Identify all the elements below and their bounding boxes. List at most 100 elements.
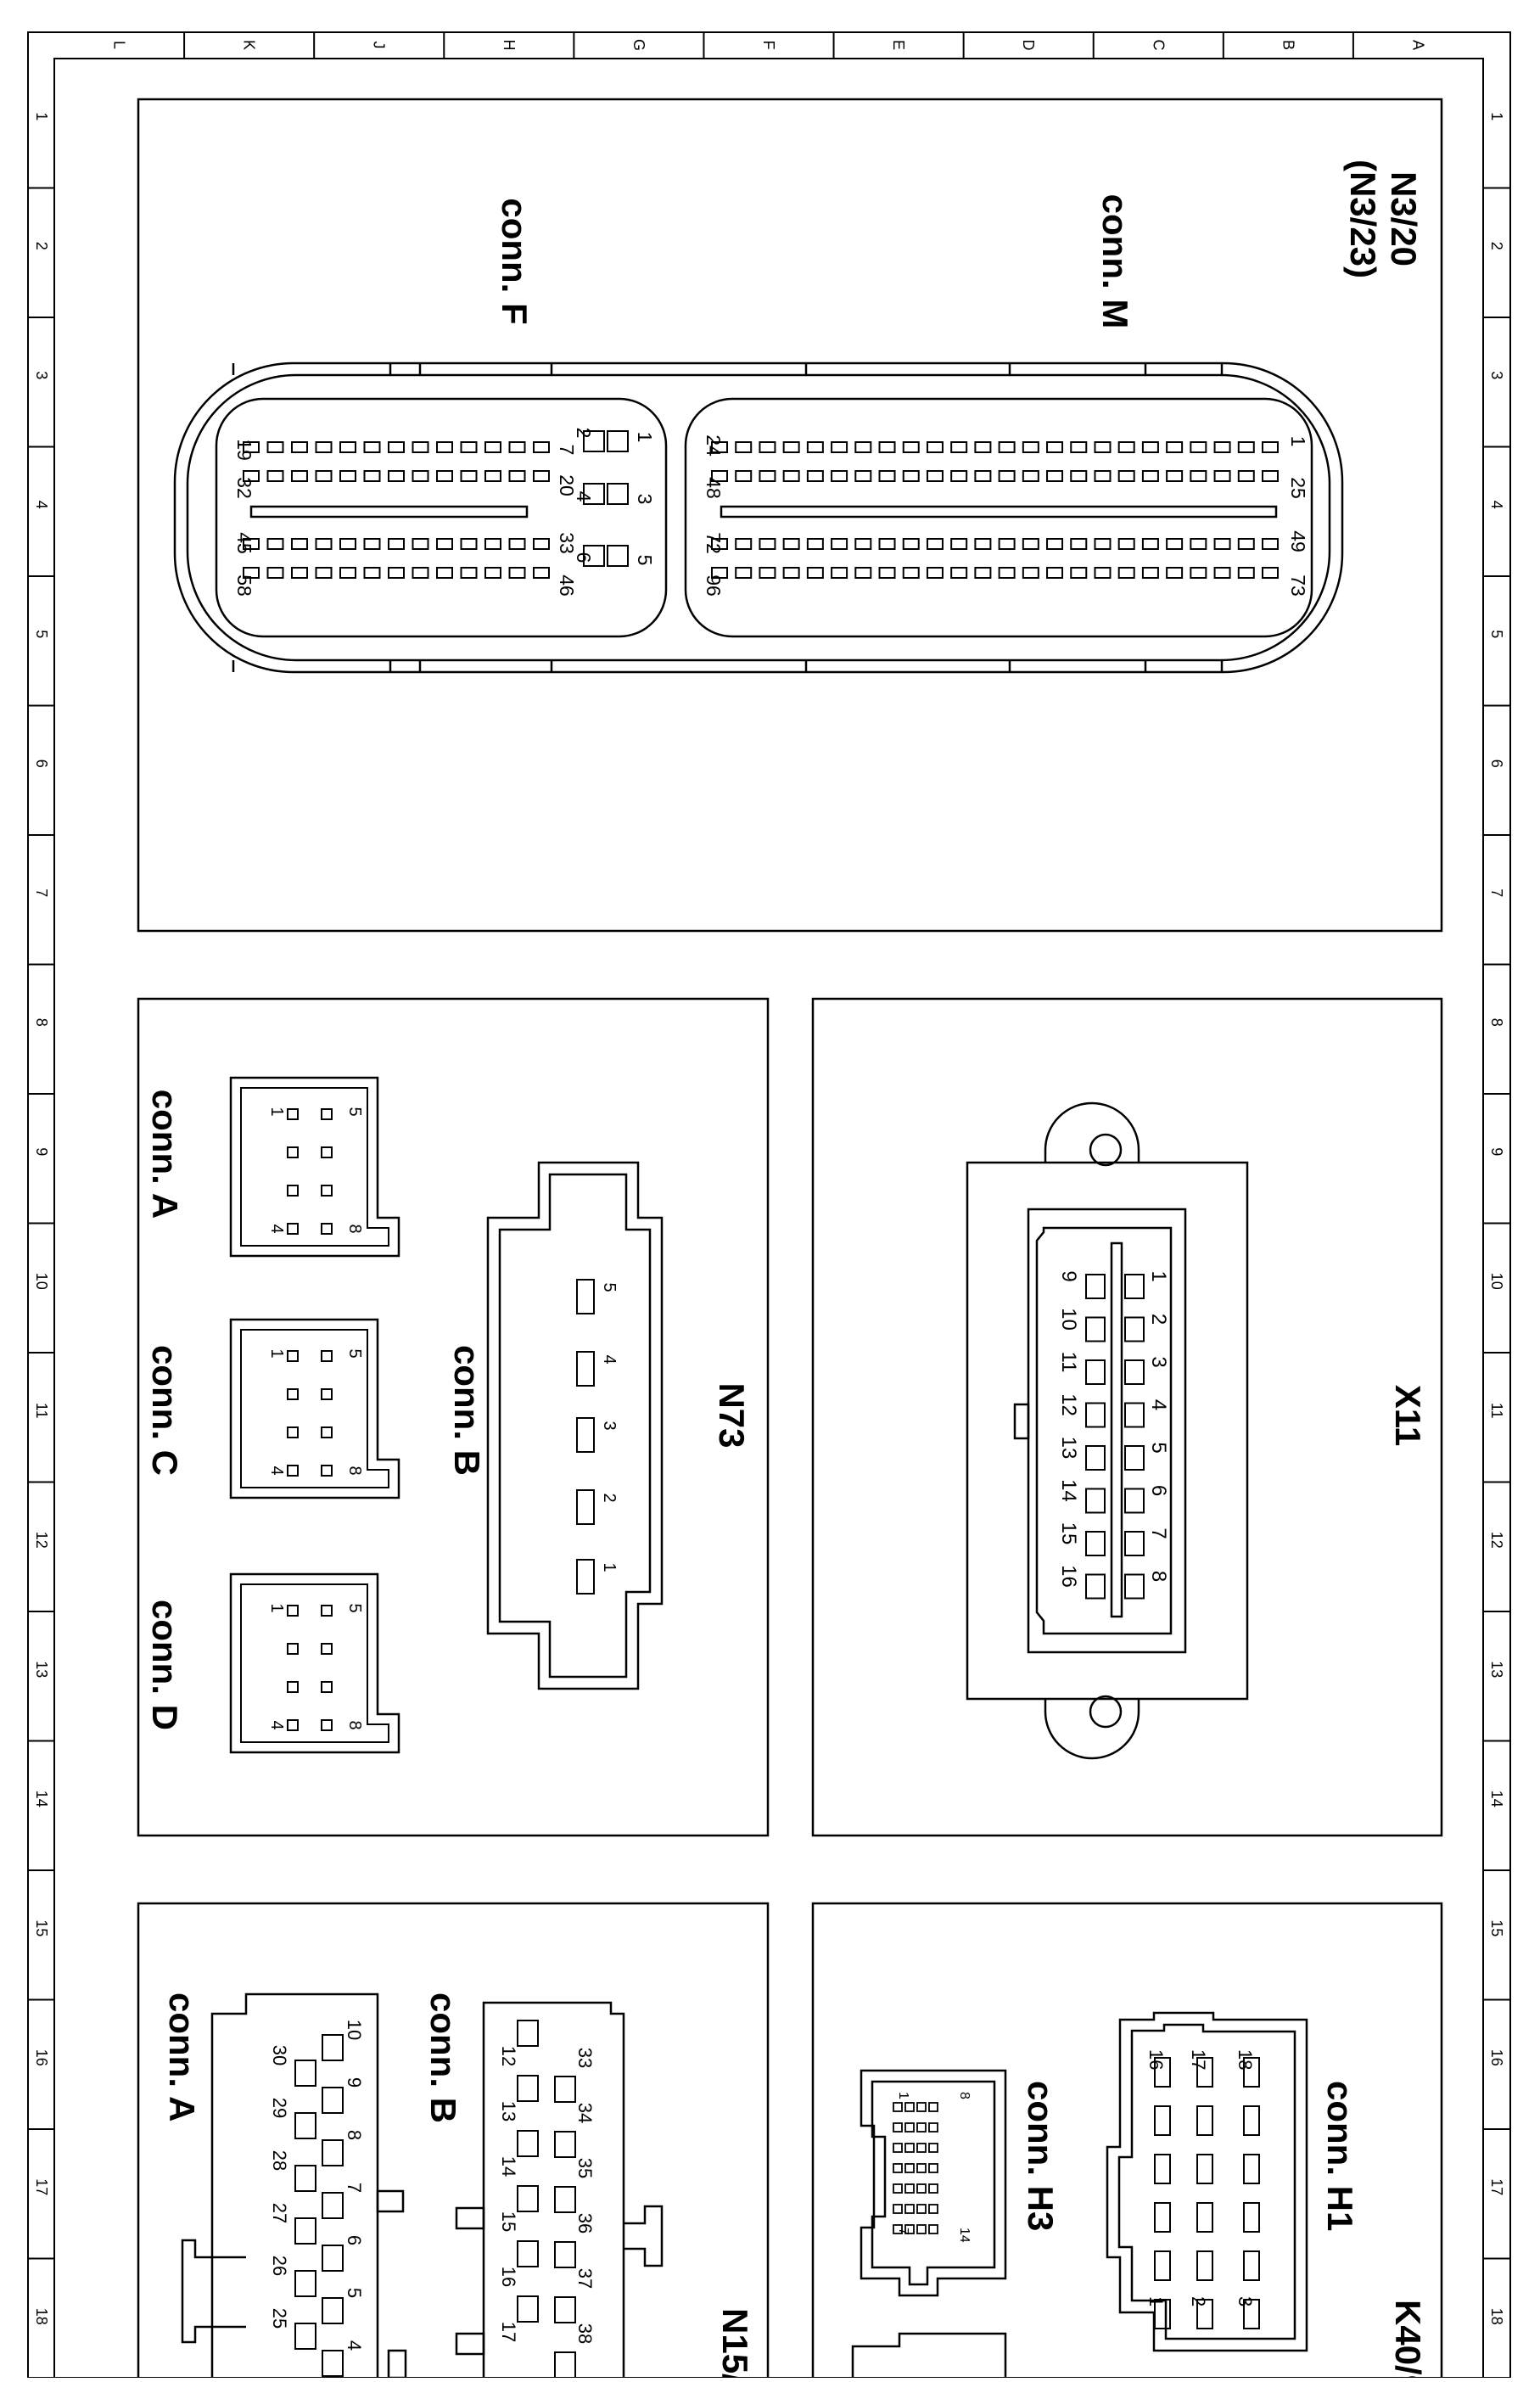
pin-label: 13: [498, 2101, 519, 2121]
pin: [322, 2139, 344, 2166]
pin: [1124, 1316, 1145, 1342]
pin: [1022, 567, 1039, 579]
pin-label: 8: [345, 1720, 364, 1729]
pin-label: 20: [556, 474, 578, 496]
pin: [287, 1681, 299, 1693]
pin: [1262, 470, 1279, 482]
pin: [508, 470, 526, 482]
pin: [904, 2183, 915, 2194]
conn-f-pin-field: [243, 430, 629, 579]
pin: [1094, 470, 1112, 482]
row-number: 12: [1488, 1532, 1505, 1549]
pin: [339, 470, 356, 482]
row-number: 17: [1488, 2178, 1505, 2195]
pin: [711, 567, 728, 579]
pin-label: 4: [267, 1224, 286, 1233]
pin: [1262, 538, 1279, 550]
row-number: 1: [33, 112, 50, 121]
row-number: 5: [33, 630, 50, 638]
pin: [388, 441, 405, 453]
row-number: 7: [1488, 888, 1505, 897]
pin: [1166, 441, 1184, 453]
pin: [878, 470, 896, 482]
pin: [554, 2186, 576, 2213]
pin: [711, 441, 728, 453]
pin-label: 2: [1147, 1314, 1170, 1325]
pin: [321, 1350, 333, 1362]
ecu-title: N3/20: [1384, 171, 1424, 266]
pin-label: 1: [267, 1603, 286, 1612]
pin-label: 19: [233, 439, 255, 461]
pin: [928, 2143, 938, 2153]
pin: [291, 567, 308, 579]
pin: [291, 538, 308, 550]
pin: [878, 441, 896, 453]
pin: [1085, 1445, 1106, 1471]
pin: [1243, 2154, 1260, 2184]
n15-pin-field: 1098765430292827262533343536373812131415…: [269, 2020, 596, 2379]
pin: [893, 2163, 903, 2173]
pin-label: 17: [498, 2322, 519, 2342]
pin: [554, 2296, 576, 2323]
pin: [287, 1388, 299, 1400]
pin-label: 33: [556, 532, 578, 554]
pin: [321, 1146, 333, 1158]
pin: [321, 1605, 333, 1617]
pin-label: 15: [1057, 1522, 1080, 1545]
pin: [388, 470, 405, 482]
row-number: 4: [33, 501, 50, 509]
pin: [1094, 567, 1112, 579]
pin: [1070, 441, 1088, 453]
pin: [759, 567, 776, 579]
pin: [1190, 441, 1207, 453]
pin: [388, 567, 405, 579]
column-letter: H: [501, 40, 518, 51]
pin: [363, 538, 381, 550]
pin: [1196, 2105, 1213, 2136]
conn-d-label: conn. D: [145, 1600, 185, 1730]
pin: [1154, 2154, 1171, 2184]
pin: [893, 2143, 903, 2153]
pin: [916, 2224, 927, 2234]
pin: [974, 470, 992, 482]
pin: [436, 470, 453, 482]
pin: [1154, 2202, 1171, 2233]
row-number: 10: [1488, 1273, 1505, 1290]
pin: [322, 2245, 344, 2272]
pin: [1046, 441, 1064, 453]
pin: [1141, 567, 1159, 579]
pin-label: 11: [1057, 1352, 1080, 1373]
pin-label: 2: [573, 428, 595, 439]
pin: [1243, 2202, 1260, 2233]
pin: [928, 2183, 938, 2194]
pin: [854, 567, 872, 579]
pin: [1190, 470, 1207, 482]
pin-label: 1: [1287, 436, 1309, 447]
pin: [893, 2122, 903, 2133]
pin: [711, 538, 728, 550]
pin-label: 12: [1057, 1393, 1080, 1416]
pin: [576, 1559, 595, 1595]
pin-label: 24: [703, 434, 725, 457]
pin-label: 7: [344, 2183, 365, 2193]
pin: [1085, 1531, 1106, 1556]
row-number: 3: [33, 371, 50, 379]
row-number: 2: [1488, 242, 1505, 250]
pin-label: 5: [600, 1282, 619, 1292]
pin: [243, 538, 260, 550]
row-number: 7: [33, 888, 50, 897]
pin: [321, 1465, 333, 1477]
pin-label: 26: [269, 2256, 290, 2276]
pin-label: 34: [574, 2103, 596, 2123]
row-number: 13: [1488, 1661, 1505, 1678]
pin: [902, 470, 920, 482]
pin-label: 3: [1235, 2296, 1256, 2306]
row-number: 15: [1488, 1920, 1505, 1936]
pin: [322, 2034, 344, 2061]
pin: [904, 2122, 915, 2133]
pin: [517, 2130, 539, 2157]
pin: [1166, 470, 1184, 482]
